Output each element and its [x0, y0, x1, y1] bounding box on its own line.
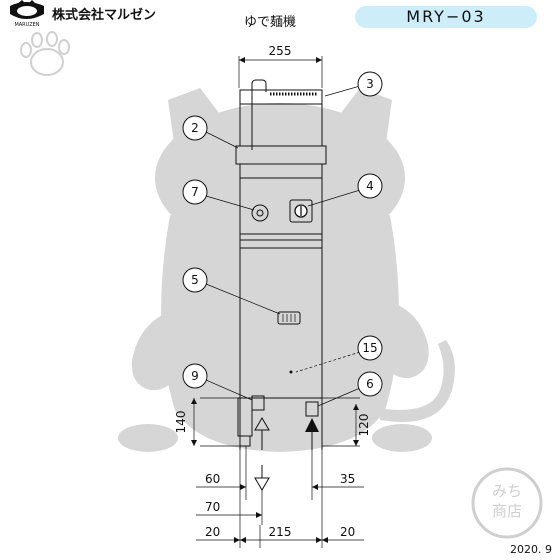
- callout-9: 9: [191, 369, 199, 383]
- dim-left-offset-2: 70: [205, 500, 220, 514]
- callouts: 3 2 7 4 5 15 9 6: [182, 71, 383, 407]
- dim-left-offset-1: 60: [205, 472, 220, 486]
- callout-2: 2: [191, 121, 199, 135]
- header: MARUZEN 株式会社マルゼン ゆで麺機 MRY−03: [10, 0, 537, 30]
- dim-bottom-right: 20: [340, 525, 355, 539]
- logo-mark-text: MARUZEN: [14, 22, 39, 28]
- dim-right-offset: 35: [340, 472, 355, 486]
- product-name: ゆで麺機: [244, 15, 296, 30]
- dim-left-height: 140: [174, 411, 188, 434]
- callout-4: 4: [366, 179, 374, 193]
- shop-stamp-icon: みち 商店: [471, 467, 543, 539]
- callout-7: 7: [191, 185, 199, 199]
- revision-date: 2020. 9: [510, 543, 552, 556]
- dim-width-top: 255: [269, 44, 292, 58]
- machine-drawing: 255: [174, 44, 371, 548]
- cat-silhouette-watermark: [118, 88, 455, 452]
- callout-3: 3: [366, 77, 374, 91]
- svg-text:商店: 商店: [492, 502, 522, 520]
- dim-bottom-left: 20: [205, 525, 220, 539]
- callout-6: 6: [366, 377, 374, 391]
- model-badge: [355, 6, 537, 28]
- callout-15: 15: [362, 341, 377, 355]
- logo-brand-text: 株式会社マルゼン: [52, 7, 156, 23]
- callout-5: 5: [191, 273, 199, 287]
- model-number: MRY−03: [406, 7, 485, 26]
- dim-right-height: 120: [357, 414, 371, 437]
- maruzen-logo-icon: MARUZEN: [10, 0, 44, 28]
- cat-paw-icon: [20, 31, 70, 76]
- vent-louver: [277, 311, 301, 325]
- svg-text:みち: みち: [492, 482, 522, 500]
- dim-bottom-mid: 215: [269, 525, 292, 539]
